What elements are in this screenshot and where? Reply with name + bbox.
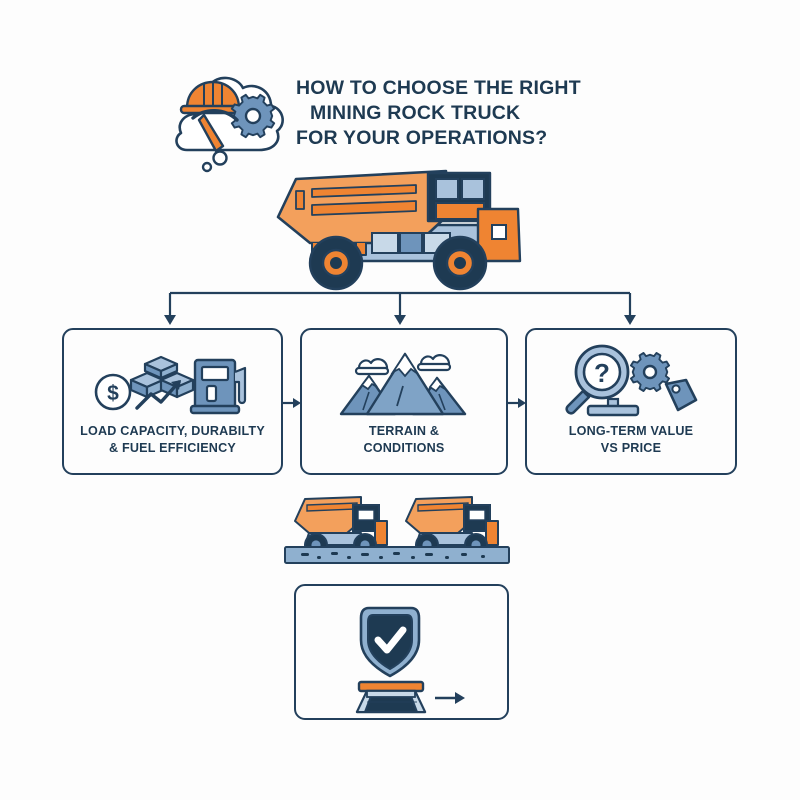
platform-icon [586, 397, 639, 417]
price-tag-icon [664, 378, 697, 412]
mountain-right-snow [428, 376, 446, 393]
mountain-left-snow [360, 374, 378, 391]
branch-arrow-1 [164, 315, 176, 325]
pickaxe-icon [191, 109, 239, 153]
thought-bubble-large [212, 150, 228, 166]
crusher-icon [355, 680, 426, 714]
card-long-term-value[interactable]: ? LONG-TER [525, 328, 737, 475]
haul-road-strip [284, 546, 510, 564]
card-2-label-line-2: CONDITIONS [363, 441, 445, 455]
card-1-icon-group: $ [64, 342, 281, 420]
stacked-crates-icon [129, 355, 194, 399]
card-2-label: TERRAIN & CONDITIONS [310, 423, 498, 457]
truck-wheel-rear [308, 235, 364, 291]
card-3-icon-group: ? [527, 342, 735, 422]
truck-headlight [491, 224, 507, 240]
page-title: HOW TO CHOOSE THE RIGHT MINING ROCK TRUC… [296, 76, 581, 151]
growth-arrow-icon [134, 380, 181, 410]
card-1-label-line-2: & FUEL EFFICIENCY [108, 441, 236, 455]
branch-connectors [140, 283, 660, 329]
card-terrain-conditions[interactable]: TERRAIN & CONDITIONS [300, 328, 508, 475]
svg-text:?: ? [594, 358, 610, 388]
card-2-label-line-1: TERRAIN & [368, 424, 440, 438]
card-reliability-check[interactable] [294, 584, 509, 720]
gear-icon [230, 93, 276, 139]
branch-arrow-3 [624, 315, 636, 325]
cloud-icon-right [416, 354, 452, 372]
mining-rock-truck-illustration [268, 165, 528, 291]
shield-check-icon [359, 606, 420, 678]
title-line-1: HOW TO CHOOSE THE RIGHT [296, 77, 581, 99]
truck-window-right [461, 178, 485, 200]
arrow-right-icon [434, 692, 465, 704]
card-load-capacity[interactable]: $ [62, 328, 283, 475]
gear-icon [629, 351, 670, 393]
card-3-label-line-1: LONG-TERM VALUE [568, 424, 694, 438]
mountain-center-snow [390, 352, 419, 378]
svg-text:$: $ [107, 382, 119, 405]
title-line-2: MINING ROCK TRUCK [310, 102, 521, 124]
card-3-label-line-2: VS PRICE [600, 441, 662, 455]
title-line-3: FOR YOUR OPERATIONS? [296, 127, 548, 149]
cloud-icon-left [354, 358, 390, 376]
truck-wheel-front [432, 235, 488, 291]
dollar-coin-icon: $ [94, 373, 131, 411]
check-mark-icon [374, 626, 406, 654]
arrow-card1-to-card2 [282, 394, 302, 412]
truck-panel-1 [371, 232, 399, 254]
branch-arrow-2 [394, 315, 406, 325]
magnifier-question-icon: ? [564, 344, 629, 415]
card-4-icon-group [296, 602, 507, 714]
arrow-card2-to-card3 [507, 394, 527, 412]
fuel-pump-icon [189, 358, 246, 415]
card-1-label-line-1: LOAD CAPACITY, DURABILTY [80, 424, 265, 438]
truck-cab-panel [435, 202, 485, 220]
truck-panel-2 [399, 232, 423, 254]
card-3-label: LONG-TERM VALUE VS PRICE [535, 423, 727, 457]
thought-bubble-small [201, 161, 213, 173]
truck-bed-ribs [295, 184, 417, 216]
two-trucks-on-haul-road [283, 487, 511, 567]
card-1-label: LOAD CAPACITY, DURABILTY & FUEL EFFICIEN… [72, 423, 273, 457]
card-2-icon-group [302, 342, 506, 422]
mountain-center [365, 352, 445, 416]
truck-window-left [435, 178, 459, 200]
thought-bubble-cluster [163, 60, 288, 173]
